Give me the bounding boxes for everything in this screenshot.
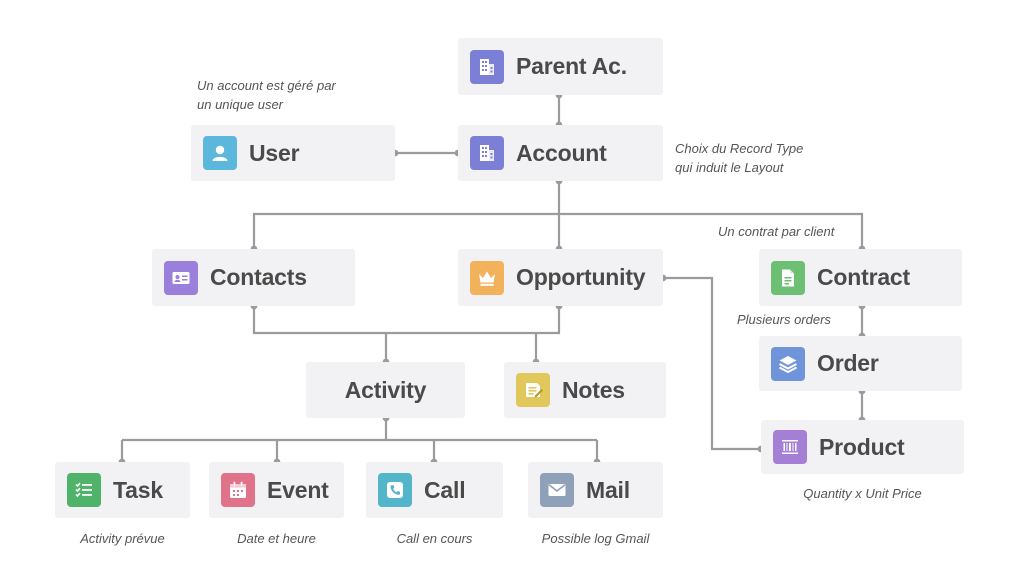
contacts-node: Contacts [152, 249, 355, 306]
document-icon [771, 260, 805, 295]
barcode-icon [773, 430, 807, 464]
contract-label: Contract [817, 264, 910, 290]
connector-opportunity-product [663, 276, 761, 451]
phone-icon [378, 473, 412, 507]
note-product: Quantity x Unit Price [803, 486, 922, 501]
task-label: Task [113, 476, 163, 503]
opportunity-node: Opportunity [458, 249, 663, 306]
contacts-label: Contacts [210, 264, 307, 290]
activity-node: Activity [306, 362, 465, 418]
crown-icon [470, 260, 504, 295]
mail-icon [540, 473, 574, 507]
note-task: Activity prévue [80, 531, 165, 546]
parent-account-label: Parent Ac. [516, 53, 627, 79]
note-event: Date et heure [237, 531, 316, 546]
user-node: User [191, 125, 395, 181]
note-call: Call en cours [396, 531, 473, 546]
opportunity-label: Opportunity [516, 264, 646, 290]
note-record-type-line1: Choix du Record Type [675, 141, 804, 156]
connector-account-branch [252, 181, 864, 249]
product-node: Product [761, 420, 964, 474]
building-icon [470, 136, 504, 170]
parent-account-node: Parent Ac. [458, 38, 663, 95]
order-node: Order [759, 336, 962, 391]
connector-contacts-activity [252, 306, 561, 362]
order-label: Order [817, 350, 879, 376]
task-node: Task [55, 462, 190, 518]
note-record-type: Choix du Record Type qui induit le Layou… [675, 139, 803, 177]
product-label: Product [819, 433, 905, 460]
note-mail: Possible log Gmail [541, 531, 650, 546]
calendar-icon [221, 473, 255, 507]
mail-label: Mail [586, 476, 630, 503]
note-record-type-line2: qui induit le Layout [675, 160, 784, 175]
note-icon [516, 373, 550, 407]
contact-card-icon [164, 260, 198, 295]
account-label: Account [516, 139, 607, 166]
building-icon [470, 49, 504, 84]
checklist-icon [67, 473, 101, 507]
notes-node: Notes [504, 362, 666, 418]
note-user-account-line2: un unique user [197, 97, 284, 112]
note-user-account-line1: Un account est géré par [197, 78, 336, 93]
connector-activity-branch [120, 418, 599, 462]
notes-label: Notes [562, 376, 625, 403]
event-node: Event [209, 462, 344, 518]
call-label: Call [424, 476, 466, 503]
contract-node: Contract [759, 249, 962, 306]
event-label: Event [267, 476, 329, 503]
activity-label: Activity [344, 376, 427, 403]
mail-node: Mail [528, 462, 663, 518]
user-icon [203, 136, 237, 170]
account-node: Account [458, 125, 663, 181]
layers-icon [771, 346, 805, 381]
user-label: User [249, 139, 300, 166]
call-node: Call [366, 462, 503, 518]
note-user-account: Un account est géré par un unique user [197, 76, 336, 114]
note-contract: Un contrat par client [718, 224, 835, 239]
note-orders: Plusieurs orders [737, 312, 831, 327]
